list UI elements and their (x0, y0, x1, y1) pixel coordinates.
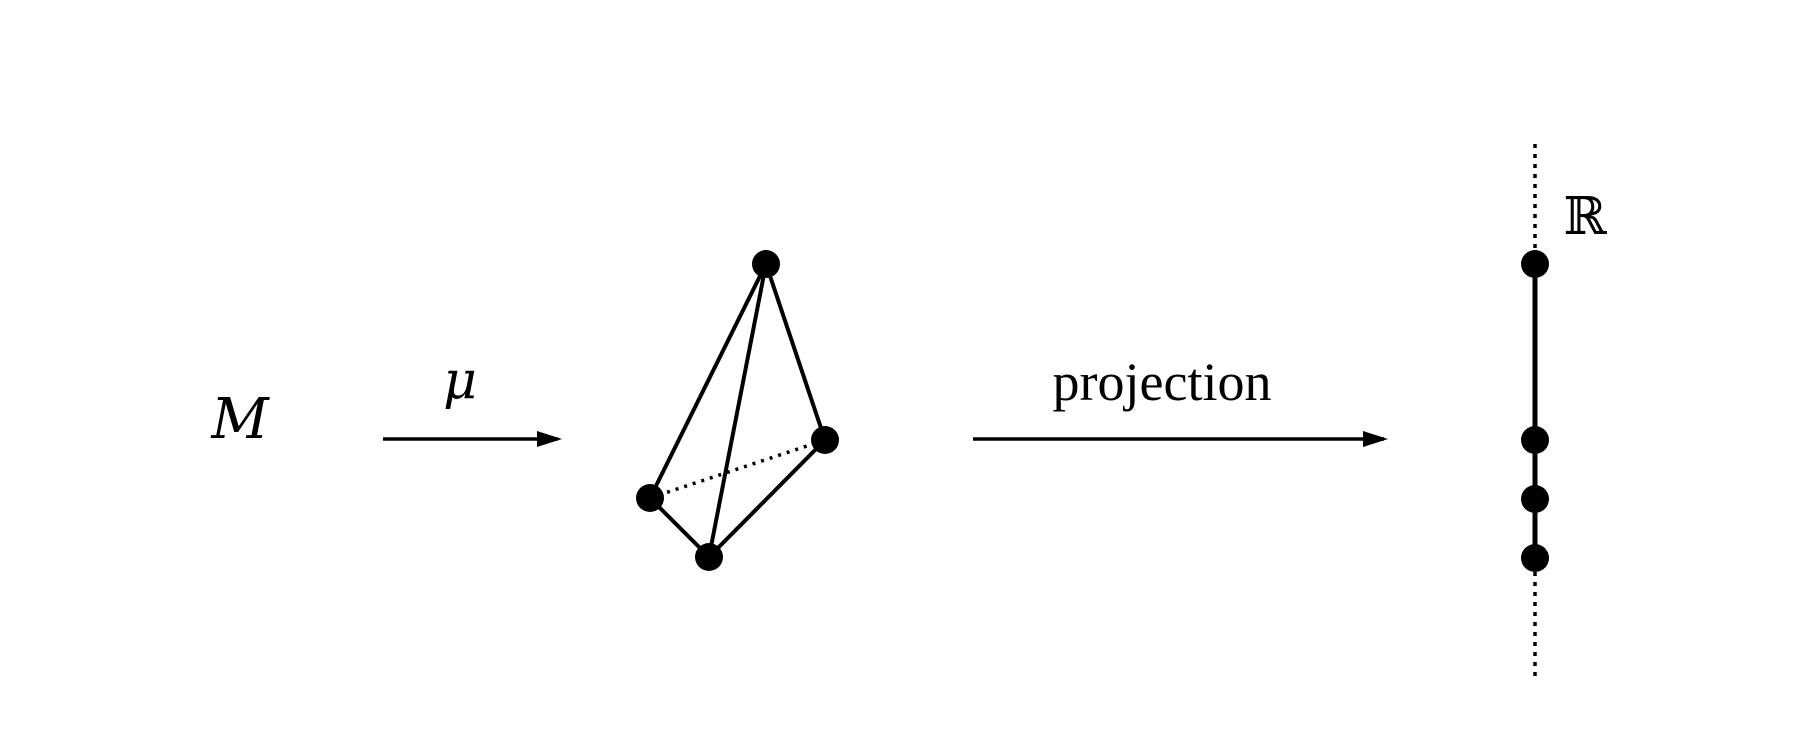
moment-map-label: μ (443, 351, 477, 411)
polytope-vertex-top (752, 250, 780, 278)
image-point (1521, 426, 1549, 454)
image-point (1521, 250, 1549, 278)
polytope-edge (707, 438, 827, 559)
polytope-edge (707, 263, 768, 558)
polytope-edge (648, 263, 768, 499)
projection-arrow (973, 431, 1388, 447)
moment-polytope (636, 250, 839, 571)
polytope-hidden-edge (649, 438, 826, 500)
polytope-edge (764, 263, 827, 441)
polytope-vertex-right (811, 426, 839, 454)
polytope-vertex-left (636, 484, 664, 512)
reals-label: ℝ (1563, 187, 1607, 247)
projection-label: projection (1053, 352, 1272, 412)
manifold-label: M (210, 387, 270, 452)
image-point (1521, 485, 1549, 513)
polytope-vertex-bottom (695, 543, 723, 571)
image-point (1521, 544, 1549, 572)
moment-map-arrow (383, 431, 562, 447)
real-line (1521, 144, 1549, 680)
